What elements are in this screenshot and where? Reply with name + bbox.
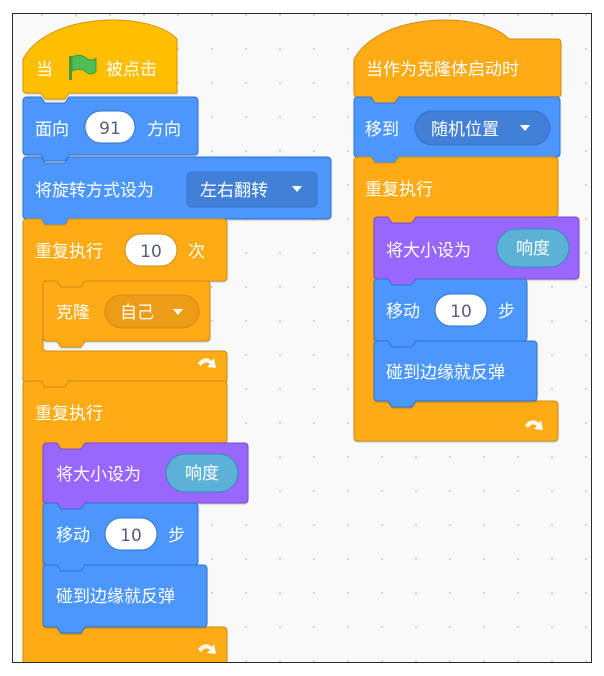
- bounce-on-edge-block[interactable]: 碰到边缘就反弹: [373, 340, 538, 408]
- rotation-dropdown[interactable]: [186, 171, 318, 208]
- repeat-label: 重复执行: [35, 242, 103, 262]
- move-steps-input[interactable]: [434, 293, 488, 327]
- move-suffix: 步: [168, 526, 185, 546]
- chevron-down-icon: [520, 125, 530, 131]
- chevron-down-icon: [173, 309, 183, 315]
- green-flag-icon: [69, 54, 97, 80]
- hat-suffix-label: 被点击: [106, 60, 157, 80]
- clone-target-dropdown[interactable]: [104, 294, 200, 329]
- repeat-count-value: 10: [140, 242, 162, 262]
- point-in-direction-block[interactable]: 面向 91 方向: [22, 96, 199, 162]
- set-size-label: 将大小设为: [56, 465, 141, 485]
- set-rotation-style-block[interactable]: 将旋转方式设为 左右翻转: [22, 156, 332, 226]
- set-size-block[interactable]: 将大小设为 响度: [42, 442, 249, 510]
- repeat-count-input[interactable]: [124, 233, 178, 267]
- point-dir-label: 面向: [35, 120, 69, 140]
- goto-target-value: 随机位置: [431, 120, 499, 140]
- point-dir-suffix: 方向: [147, 120, 181, 140]
- move-steps-block[interactable]: 移动 10 步: [373, 278, 528, 348]
- loop-arrow-icon: [198, 644, 216, 654]
- move-steps-value: 10: [450, 302, 472, 322]
- loudness-reporter-label: 响度: [185, 464, 219, 484]
- create-clone-block[interactable]: 克隆 自己: [42, 280, 211, 348]
- bounce-label: 碰到边缘就反弹: [386, 363, 505, 383]
- clone-hat-label: 当作为克隆体启动时: [366, 60, 519, 80]
- direction-value: 91: [99, 119, 121, 139]
- move-label: 移动: [56, 526, 90, 546]
- repeat-suffix: 次: [188, 242, 205, 262]
- move-label: 移动: [386, 302, 420, 322]
- goto-target-dropdown[interactable]: [414, 110, 551, 146]
- clone-target-value: 自己: [120, 303, 154, 323]
- loop-arrow-icon: [198, 358, 216, 368]
- rotation-label: 将旋转方式设为: [35, 181, 154, 201]
- direction-input[interactable]: [84, 110, 136, 144]
- bounce-on-edge-block[interactable]: 碰到边缘就反弹: [42, 564, 208, 634]
- loudness-reporter[interactable]: [496, 228, 570, 268]
- move-steps-value: 10: [120, 526, 142, 546]
- set-size-block[interactable]: 将大小设为 响度: [373, 216, 580, 286]
- bounce-label: 碰到边缘就反弹: [56, 587, 175, 607]
- code-area: 当 被点击 面向 91 方向 将旋转方式设为 左右翻转 重复执行 10 次 克隆…: [12, 13, 592, 663]
- loop-arrow-icon: [525, 420, 543, 430]
- when-flag-clicked-block[interactable]: 当 被点击: [22, 19, 178, 100]
- forever-label: 重复执行: [365, 180, 433, 200]
- clone-label: 克隆: [56, 303, 90, 323]
- move-steps-input[interactable]: [104, 517, 158, 551]
- goto-label: 移到: [365, 120, 399, 140]
- rotation-value: 左右翻转: [200, 181, 268, 201]
- loudness-reporter[interactable]: [165, 453, 239, 493]
- hat-prefix-label: 当: [36, 60, 53, 80]
- move-steps-block[interactable]: 移动 10 步: [42, 502, 199, 572]
- forever-label: 重复执行: [35, 404, 103, 424]
- set-size-label: 将大小设为: [386, 241, 471, 261]
- chevron-down-icon: [292, 186, 302, 192]
- loudness-reporter-label: 响度: [516, 239, 550, 259]
- when-start-as-clone-block[interactable]: 当作为克隆体启动时: [353, 19, 562, 104]
- go-to-block[interactable]: 移到 随机位置: [353, 96, 561, 164]
- move-suffix: 步: [498, 302, 515, 322]
